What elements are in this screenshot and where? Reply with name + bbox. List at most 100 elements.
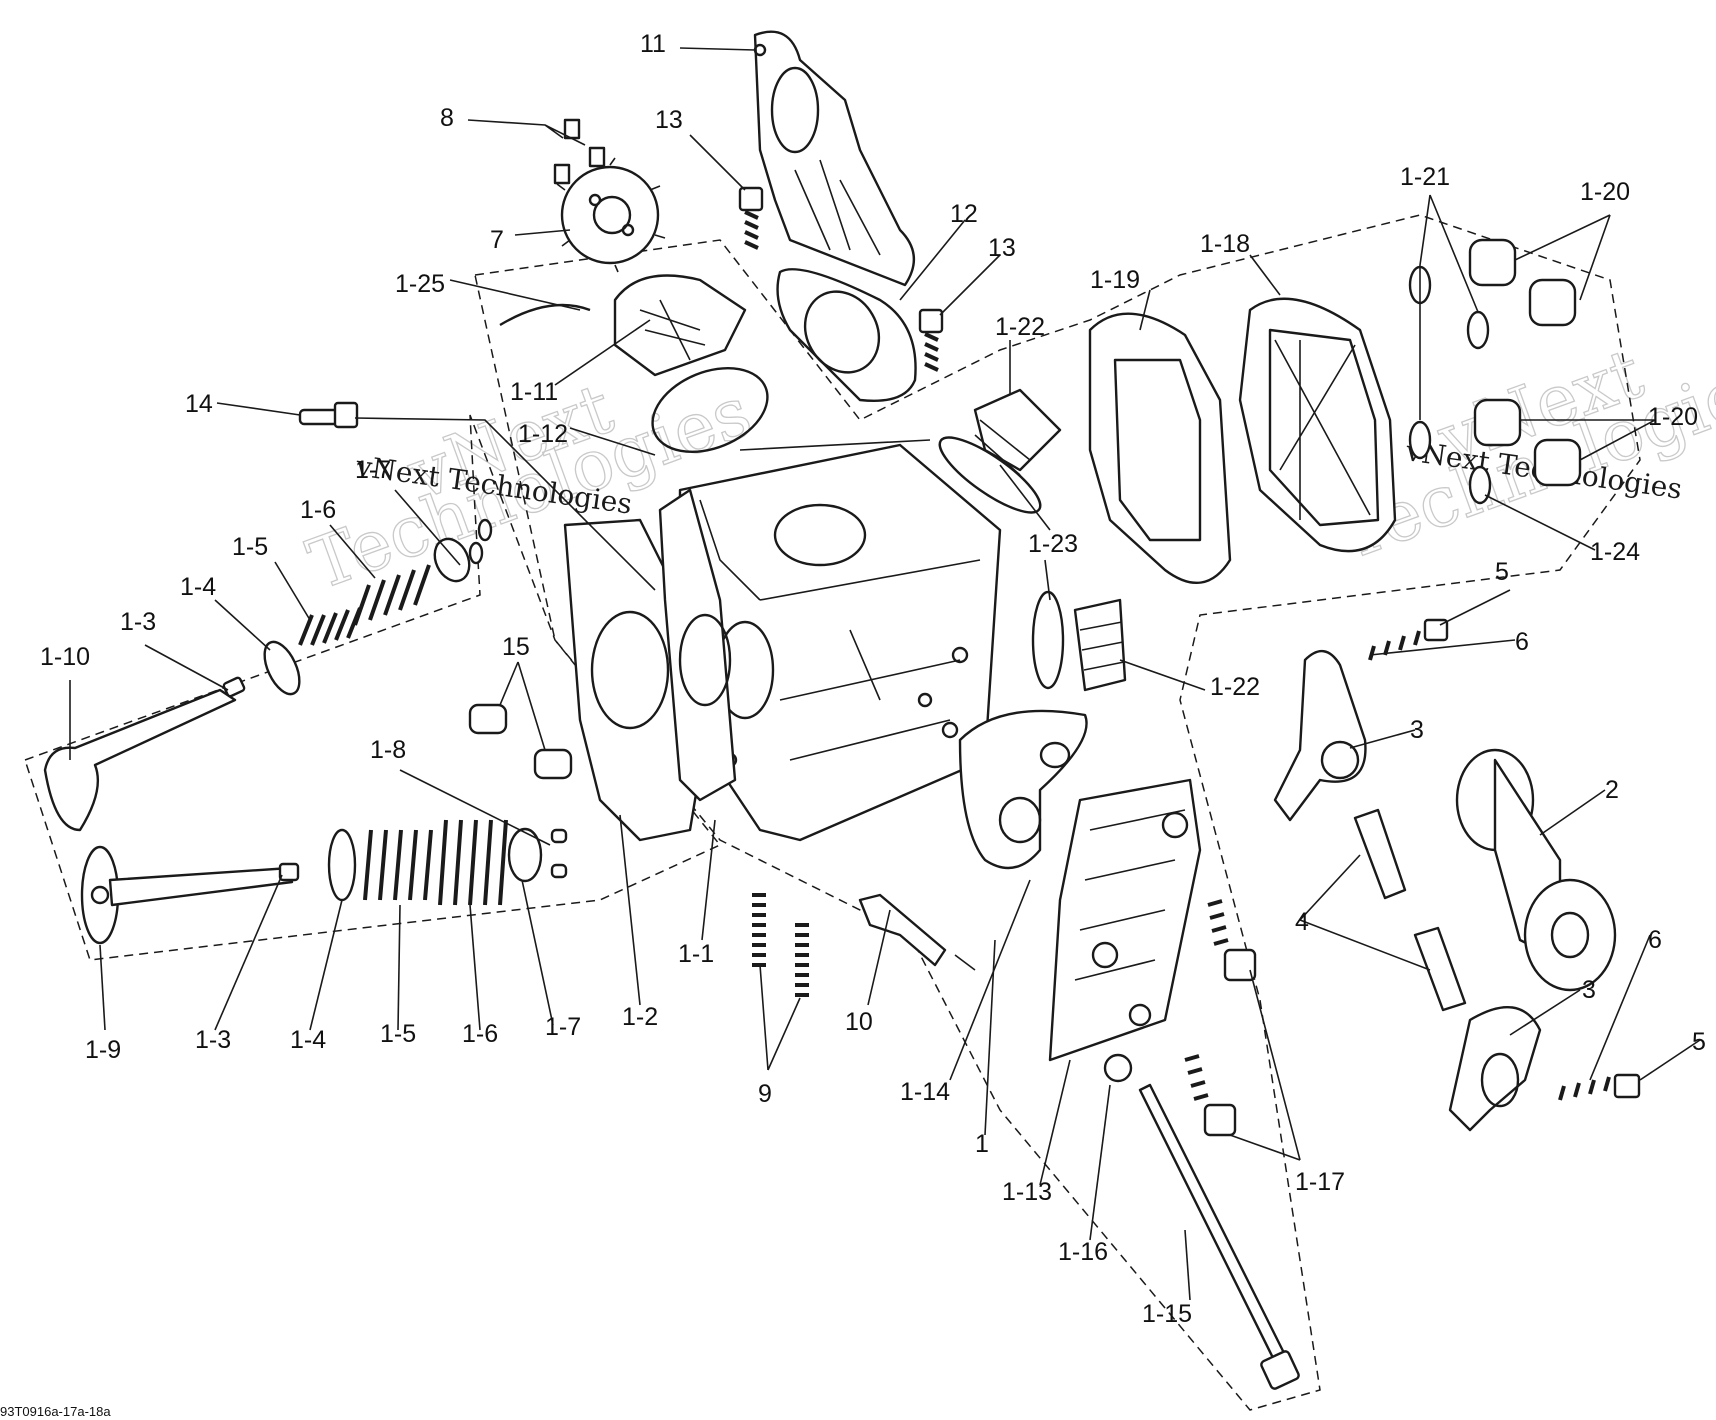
callout-1-4-lower: 1-4: [290, 1026, 326, 1054]
spring-retainer-upper: [433, 518, 493, 583]
callout-1-1: 1-1: [678, 940, 714, 968]
bolt-14: [298, 401, 359, 429]
callout-1-10: 1-10: [40, 643, 90, 671]
callout-12: 12: [950, 200, 978, 228]
rocker-shafts: [1353, 808, 1467, 1012]
exhaust-gasket: [958, 709, 1088, 870]
valve-cotter-lower: [278, 862, 300, 882]
callout-1-9: 1-9: [85, 1036, 121, 1064]
callout-1-20-upper: 1-20: [1580, 178, 1630, 206]
exhaust-valve: [80, 845, 294, 945]
callout-3-upper: 3: [1410, 716, 1424, 744]
callout-5-upper: 5: [1495, 558, 1509, 586]
callout-11: 11: [640, 30, 666, 58]
callout-1-5-upper: 1-5: [232, 533, 268, 561]
valve-spring-inner-lower: [363, 829, 433, 901]
callout-14: 14: [185, 390, 213, 418]
valve-spring-outer-lower: [438, 819, 508, 906]
bolts-1-17: [1184, 899, 1257, 1137]
valve-cover-gasket: [1088, 312, 1232, 584]
callout-6-lower: 6: [1648, 926, 1662, 954]
cylinder-head-block: [678, 439, 1002, 842]
callout-10: 10: [845, 1008, 873, 1036]
breather-cover: [613, 274, 747, 377]
callout-5-lower: 5: [1692, 1028, 1706, 1056]
callout-1-24: 1-24: [1590, 538, 1640, 566]
oring-1-12: [651, 367, 769, 453]
callout-1-6-upper: 1-6: [300, 496, 336, 524]
callout-8: 8: [440, 104, 454, 132]
callout-13-upper: 13: [655, 106, 683, 134]
manifold-gasket: [776, 268, 917, 402]
callout-1-18: 1-18: [1200, 230, 1250, 258]
cam-sprocket: [556, 157, 666, 273]
side-cover: [1048, 778, 1202, 1062]
callout-15: 15: [502, 633, 530, 661]
callout-2: 2: [1605, 776, 1619, 804]
oring-1-23-top: [938, 436, 1042, 514]
callout-1-21: 1-21: [1400, 163, 1450, 191]
figure-reference: 93T0916a-17a-18a: [0, 1404, 111, 1419]
callout-1-23: 1-23: [1028, 530, 1078, 558]
callout-1-6-lower: 1-6: [462, 1020, 498, 1048]
callout-1-25: 1-25: [395, 270, 445, 298]
dowel-pins: [468, 703, 573, 780]
leader-lines: [69, 47, 1701, 1301]
spring-seat-lower: [327, 828, 357, 902]
callout-1-7-upper: 1-7: [355, 456, 391, 484]
callout-1-17: 1-17: [1295, 1168, 1345, 1196]
screw-5-6-lower: [1558, 1073, 1641, 1101]
oring-1-25: [499, 303, 591, 327]
studs: [752, 893, 809, 997]
callout-1-13: 1-13: [1002, 1178, 1052, 1206]
intake-valve: [43, 688, 237, 832]
sprocket-bolts: [553, 118, 606, 185]
rocker-arm-upper: [1273, 650, 1367, 822]
callout-1-22-top: 1-22: [995, 313, 1045, 341]
callout-1-20-lower: 1-20: [1648, 403, 1698, 431]
callout-1-7-lower: 1-7: [545, 1013, 581, 1041]
spring-seat-upper: [263, 640, 301, 696]
callout-3-lower: 3: [1582, 976, 1596, 1004]
callout-1-22-side: 1-22: [1210, 673, 1260, 701]
callout-labels: 11 8 13 7 12 13 1-25 1-11 14 1-12 1-7 1-…: [40, 30, 1706, 1328]
callout-1-11: 1-11: [510, 378, 558, 406]
callout-1-3-upper: 1-3: [120, 608, 156, 636]
head-gasket: [563, 488, 737, 842]
washer-1-16: [1103, 1053, 1133, 1083]
cap-1-22-side: [1073, 598, 1127, 692]
callout-1-12: 1-12: [518, 420, 568, 448]
cap-nuts-1-20: [1468, 238, 1582, 487]
rocker-arm-lower: [1448, 1006, 1542, 1132]
assembly-outlines: [24, 214, 1641, 1411]
callout-1-8: 1-8: [370, 736, 406, 764]
callout-7: 7: [490, 226, 504, 254]
callout-6-upper: 6: [1515, 628, 1529, 656]
bolt-13-lower: [918, 308, 944, 372]
intake-manifold: [753, 30, 916, 287]
callout-1-5-lower: 1-5: [380, 1020, 416, 1048]
callout-9: 9: [758, 1080, 772, 1108]
callout-1-3-lower: 1-3: [195, 1026, 231, 1054]
callout-1-19: 1-19: [1090, 266, 1140, 294]
bolt-13-upper: [738, 186, 764, 250]
valve-spring-inner-upper: [298, 607, 362, 646]
callout-4: 4: [1295, 908, 1309, 936]
callout-1-2: 1-2: [622, 1003, 658, 1031]
washers-1-21: [1408, 265, 1492, 505]
cap-1-22-top: [973, 388, 1062, 476]
callout-1-4-upper: 1-4: [180, 573, 216, 601]
callout-1-16: 1-16: [1058, 1238, 1108, 1266]
camshaft: [1455, 748, 1617, 992]
valve-cotter-upper: [222, 676, 246, 698]
spark-plug: [858, 893, 976, 971]
valve-cover: [1238, 297, 1397, 553]
valve-assembly-outline: [24, 414, 722, 961]
callout-1: 1: [975, 1130, 989, 1158]
spring-retainer-lower: [507, 827, 568, 883]
callout-13-lower: 13: [988, 234, 1016, 262]
callout-1-14: 1-14: [900, 1078, 950, 1106]
callout-1-15: 1-15: [1142, 1300, 1192, 1328]
long-bolt: [1138, 1083, 1300, 1390]
